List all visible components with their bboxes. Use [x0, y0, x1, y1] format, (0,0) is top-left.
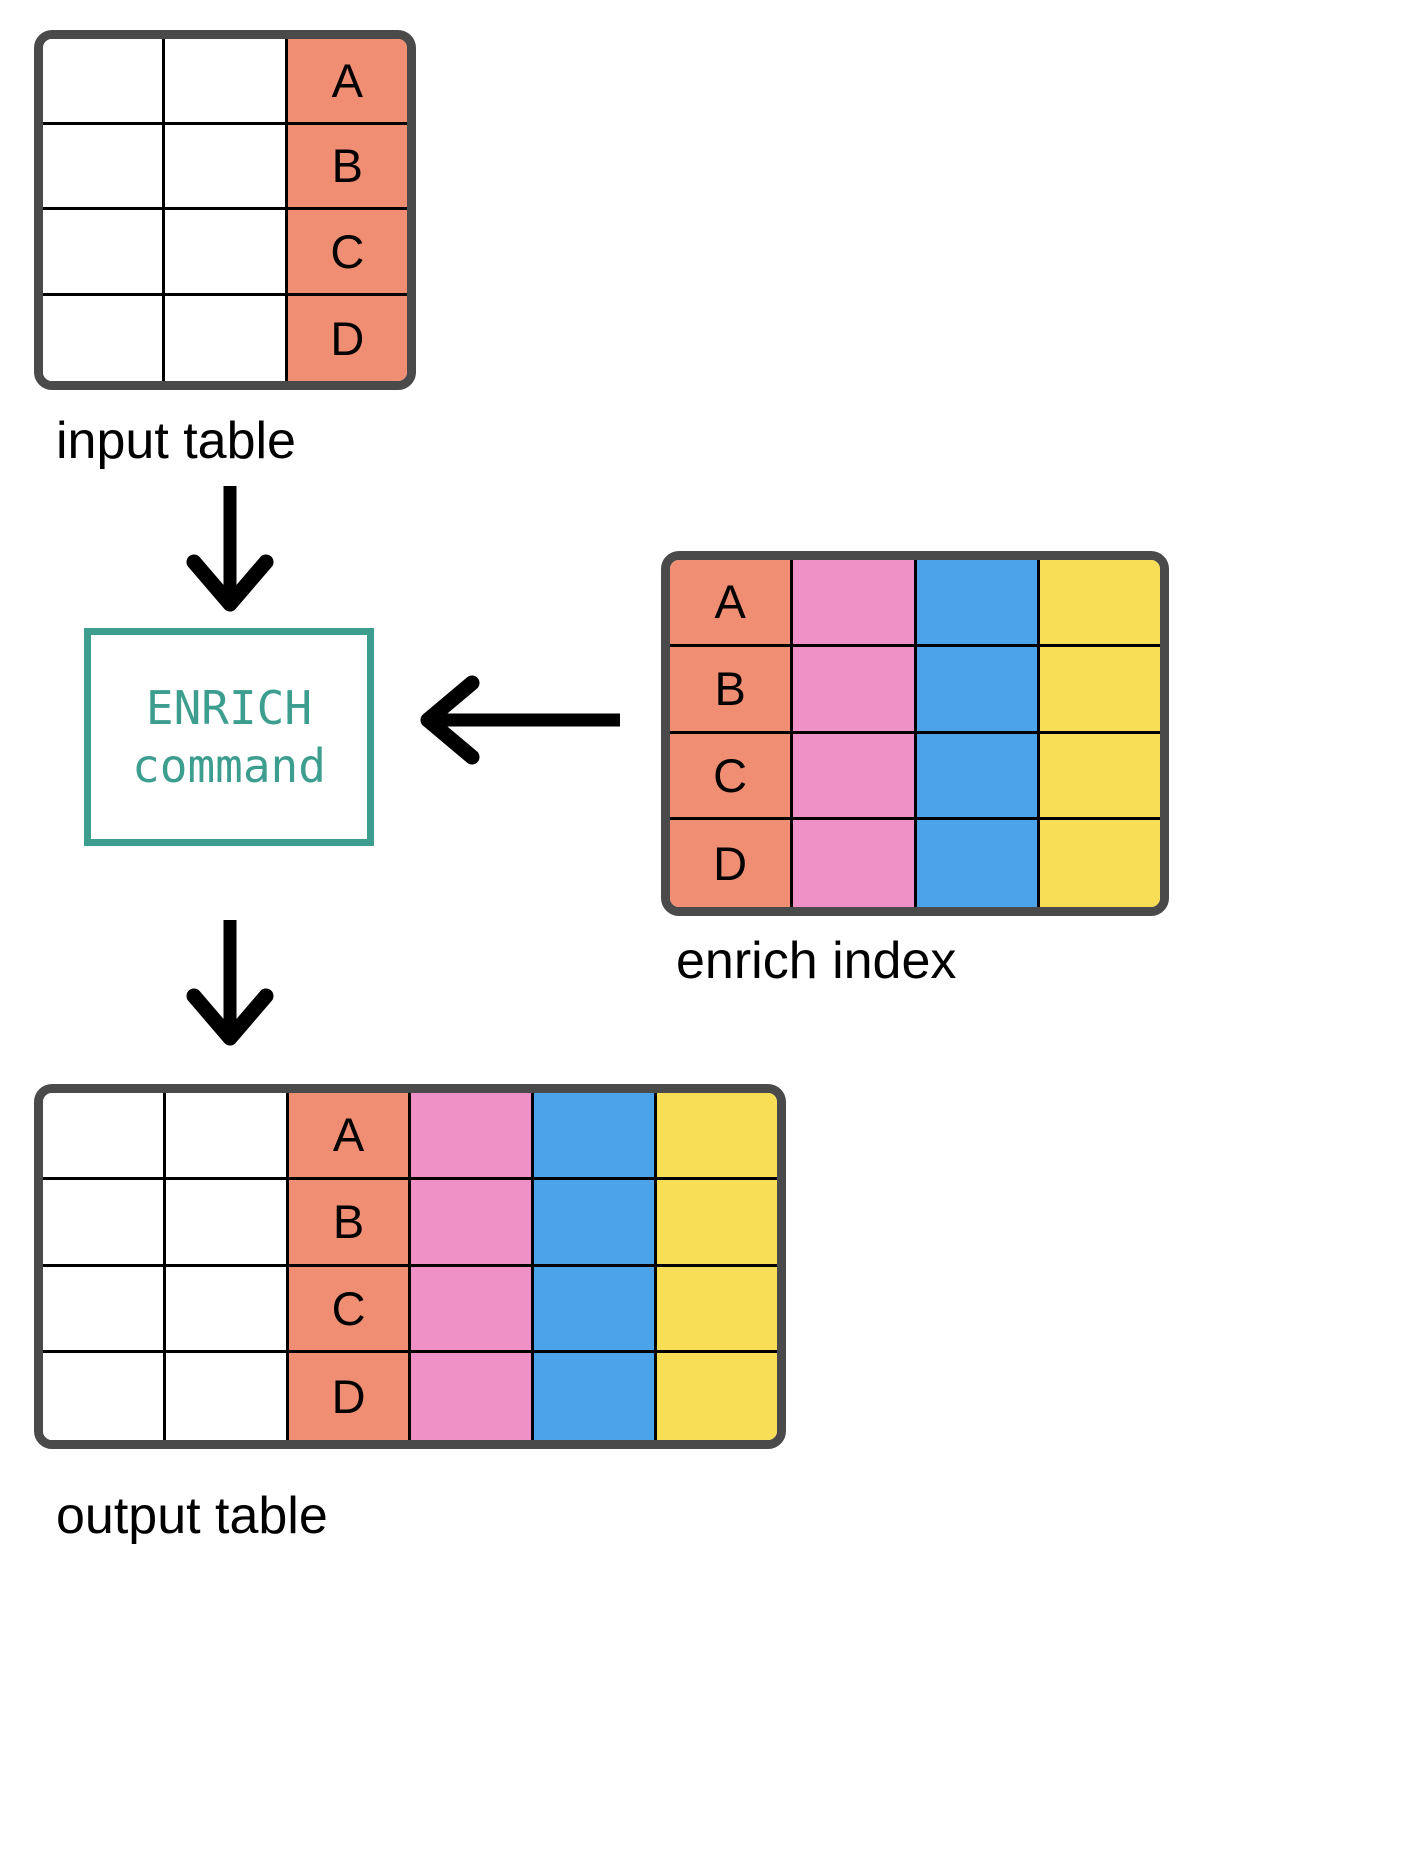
table-cell	[43, 1179, 166, 1267]
table-cell	[411, 1353, 535, 1440]
table-cell: B	[287, 124, 407, 210]
table-cell: A	[288, 1093, 412, 1180]
table-cell	[916, 820, 1040, 907]
output-table-caption: output table	[56, 1487, 328, 1545]
table-row: A	[43, 39, 407, 125]
enrich-index-caption: enrich index	[676, 932, 957, 990]
table-cell	[1039, 560, 1160, 647]
table-cell	[657, 1353, 777, 1440]
arrow-down-icon-input-to-command	[150, 486, 310, 616]
table-cell: D	[288, 1353, 412, 1440]
table-cell	[411, 1093, 535, 1180]
table-row: D	[43, 1353, 777, 1440]
table-cell: D	[670, 820, 794, 907]
table-cell	[43, 295, 166, 381]
table-cell	[657, 1093, 777, 1180]
input-table-caption: input table	[56, 412, 296, 470]
table-cell	[793, 560, 917, 647]
table-cell	[165, 1093, 289, 1180]
table-cell: B	[288, 1179, 412, 1267]
table-row: B	[43, 1179, 777, 1267]
table-cell	[916, 733, 1040, 821]
table-cell: A	[670, 560, 794, 647]
table-cell	[43, 1353, 166, 1440]
table-cell	[43, 39, 166, 125]
table-cell	[165, 1266, 289, 1354]
table-cell	[165, 1353, 289, 1440]
table-cell	[793, 646, 917, 734]
table-cell	[165, 295, 288, 381]
enrich-command-line-2: command	[132, 739, 326, 793]
enrich-command-box[interactable]: ENRICH command	[84, 628, 374, 846]
table-row: D	[43, 295, 407, 381]
table-row: C	[43, 1266, 777, 1354]
table-row: B	[43, 124, 407, 210]
table-cell	[657, 1179, 777, 1267]
table-cell	[43, 1266, 166, 1354]
table-row: A	[670, 560, 1160, 647]
table-row: B	[670, 646, 1160, 734]
table-cell	[793, 820, 917, 907]
table-cell	[534, 1093, 658, 1180]
table-cell	[411, 1179, 535, 1267]
table-cell: C	[288, 1266, 412, 1354]
table-cell	[411, 1266, 535, 1354]
table-cell	[793, 733, 917, 821]
table-cell	[43, 210, 166, 296]
table-cell	[165, 1179, 289, 1267]
table-cell	[657, 1266, 777, 1354]
table-cell	[165, 210, 288, 296]
table-row: D	[670, 820, 1160, 907]
table-cell	[534, 1179, 658, 1267]
table-cell	[916, 646, 1040, 734]
table-cell	[43, 1093, 166, 1180]
table-cell	[1039, 733, 1160, 821]
table-cell	[43, 124, 166, 210]
arrow-left-icon-index-to-command	[410, 665, 620, 775]
enrich-command-line-1: ENRICH	[145, 680, 313, 735]
table-cell	[165, 124, 288, 210]
table-cell	[916, 560, 1040, 647]
table-cell: A	[287, 39, 407, 125]
table-cell	[534, 1353, 658, 1440]
table-row: C	[43, 210, 407, 296]
arrow-down-icon-command-to-output	[150, 920, 310, 1050]
table-cell: C	[670, 733, 794, 821]
table-cell	[1039, 646, 1160, 734]
table-cell	[165, 39, 288, 125]
table-row: C	[670, 733, 1160, 821]
table-cell: B	[670, 646, 794, 734]
table-cell: C	[287, 210, 407, 296]
table-row: A	[43, 1093, 777, 1180]
table-cell	[534, 1266, 658, 1354]
table-cell: D	[287, 295, 407, 381]
table-cell	[1039, 820, 1160, 907]
